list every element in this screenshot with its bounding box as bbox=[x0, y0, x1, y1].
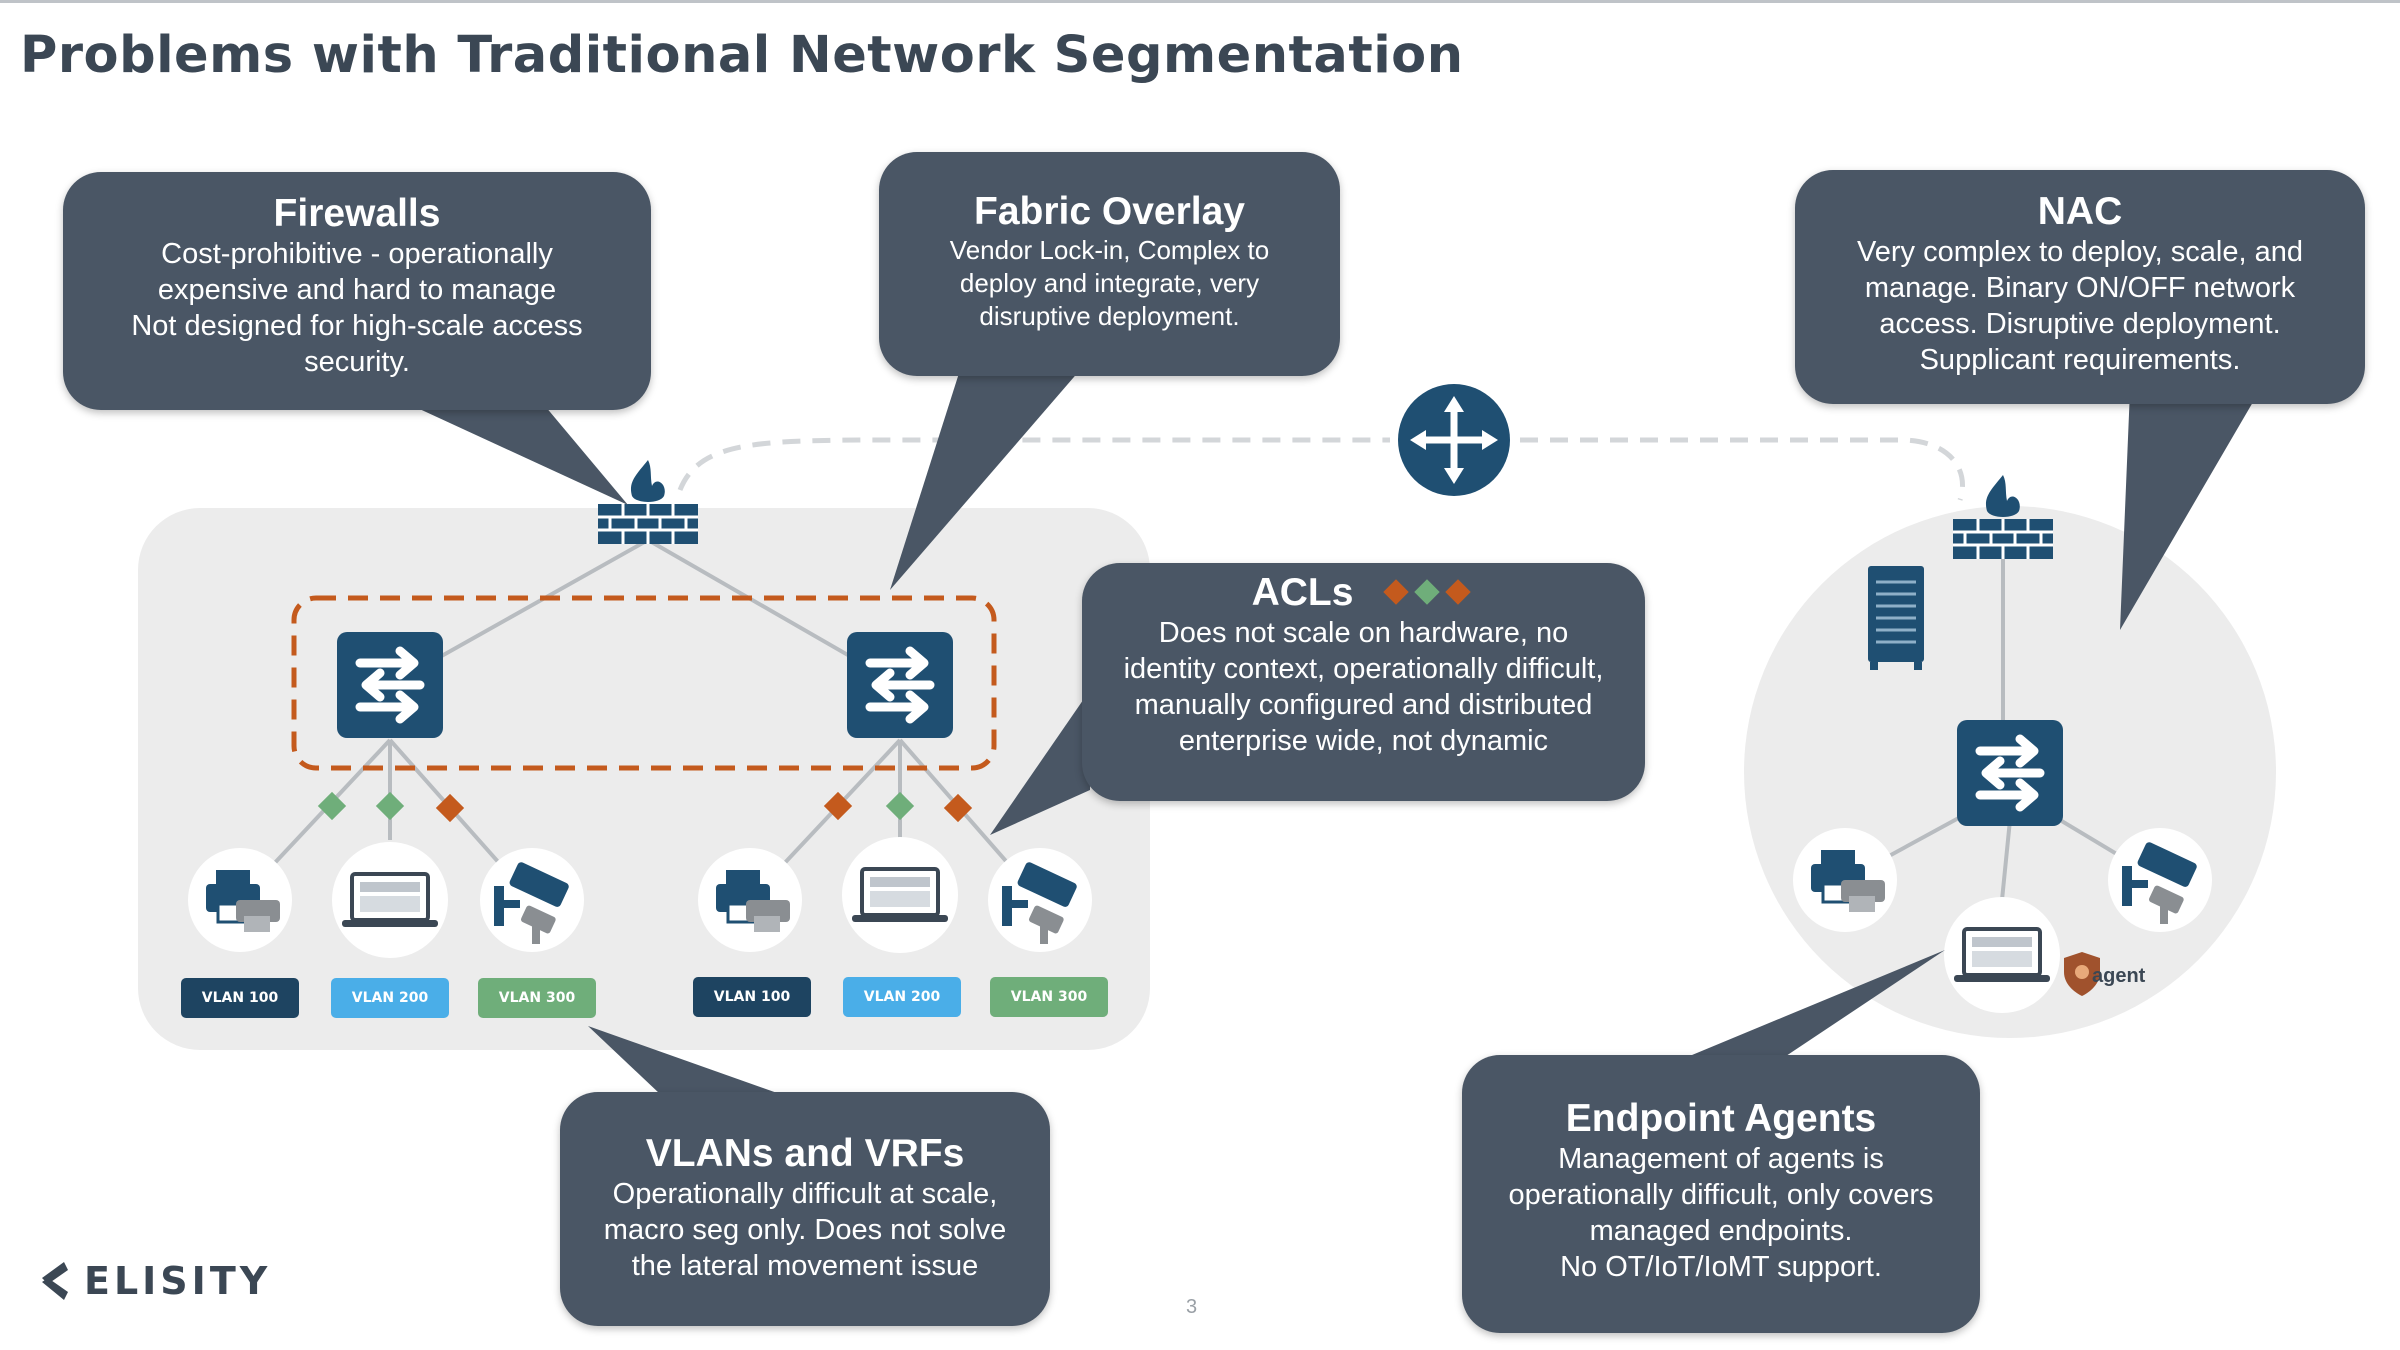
acl-diamond-icons bbox=[1383, 579, 1472, 605]
callout-line: security. bbox=[304, 346, 410, 378]
endpoint-agents-callout: Endpoint Agents Management of agents is … bbox=[1462, 1055, 1980, 1333]
callout-line: Does not scale on hardware, no bbox=[1158, 617, 1569, 649]
callout-line: access. Disruptive deployment. bbox=[1879, 308, 2281, 340]
printer-icon bbox=[1791, 826, 1899, 934]
diamond-icon bbox=[823, 791, 853, 821]
callout-title: Firewalls bbox=[273, 192, 441, 235]
switch-icon bbox=[1957, 720, 2063, 826]
camera-icon bbox=[2108, 828, 2212, 932]
vlan-tag: VLAN 100 bbox=[181, 978, 299, 1018]
callout-line: Very complex to deploy, scale, and bbox=[1857, 236, 2303, 268]
laptop-icon bbox=[840, 835, 960, 955]
callout-pointers bbox=[400, 370, 2260, 1094]
diamond-icon bbox=[943, 793, 973, 823]
callout-line: Not designed for high-scale access bbox=[131, 310, 583, 342]
callout-line: No OT/IoT/IoMT support. bbox=[1560, 1251, 1882, 1283]
firewall-icon bbox=[596, 458, 700, 546]
vlan-tag: VLAN 200 bbox=[331, 978, 449, 1018]
agent-label: agent bbox=[2092, 965, 2146, 987]
vlan-tag: VLAN 300 bbox=[478, 978, 596, 1018]
callout-line: manually configured and distributed bbox=[1134, 689, 1593, 721]
callout-line: managed endpoints. bbox=[1589, 1215, 1853, 1247]
callout-line: Management of agents is bbox=[1558, 1143, 1884, 1175]
camera-icon bbox=[480, 848, 584, 952]
fabric-overlay-callout: Fabric Overlay Vendor Lock-in, Complex t… bbox=[879, 152, 1340, 376]
diamond-icon bbox=[375, 791, 405, 821]
router-icon bbox=[1398, 384, 1510, 496]
vlans-vrfs-callout: VLANs and VRFs Operationally difficult a… bbox=[560, 1092, 1050, 1326]
callout-line: deploy and integrate, very bbox=[959, 268, 1260, 298]
page-number: 3 bbox=[1186, 1296, 1198, 1318]
server-icon bbox=[1868, 566, 1924, 670]
vlan-tag: VLAN 300 bbox=[990, 977, 1108, 1017]
callout-line: manage. Binary ON/OFF network bbox=[1864, 272, 2296, 304]
switch-icon bbox=[337, 632, 443, 738]
camera-icon bbox=[988, 848, 1092, 952]
vlan-tag: VLAN 100 bbox=[693, 977, 811, 1017]
logo-text: ELISITY bbox=[84, 1259, 272, 1303]
acls-callout: ACLs Does not scale on hardware, no iden… bbox=[1082, 563, 1645, 801]
diamond-icon bbox=[435, 793, 465, 823]
callout-line: Operationally difficult at scale, bbox=[612, 1178, 998, 1210]
fabric-overlay-boundary bbox=[291, 595, 997, 771]
acl-markers bbox=[317, 791, 973, 823]
firewalls-callout: Firewalls Cost-prohibitive - operational… bbox=[63, 172, 651, 410]
laptop-icon bbox=[330, 840, 450, 960]
callout-title: NAC bbox=[2037, 190, 2123, 233]
callout-line: macro seg only. Does not solve bbox=[603, 1214, 1007, 1246]
callout-line: Supplicant requirements. bbox=[1919, 344, 2241, 376]
laptop-icon bbox=[1942, 895, 2062, 1015]
callout-line: operationally difficult, only covers bbox=[1508, 1179, 1934, 1211]
callout-title: ACLs bbox=[1251, 571, 1354, 614]
printer-icon bbox=[696, 846, 804, 954]
callout-title: Fabric Overlay bbox=[974, 190, 1245, 233]
shield-icon bbox=[2064, 952, 2100, 996]
top-border bbox=[0, 0, 2400, 3]
callout-title: VLANs and VRFs bbox=[645, 1132, 965, 1175]
callout-line: disruptive deployment. bbox=[979, 301, 1240, 331]
callout-line: Vendor Lock-in, Complex to bbox=[949, 235, 1270, 265]
wan-link bbox=[677, 437, 1390, 491]
slide-title: Problems with Traditional Network Segmen… bbox=[20, 26, 1464, 85]
callout-line: enterprise wide, not dynamic bbox=[1178, 725, 1549, 757]
callout-line: expensive and hard to manage bbox=[157, 274, 557, 306]
switch-icon bbox=[847, 632, 953, 738]
diamond-icon bbox=[885, 791, 915, 821]
elisity-logo-icon bbox=[42, 1262, 68, 1300]
callout-line: Cost-prohibitive - operationally bbox=[161, 238, 553, 270]
nac-callout: NAC Very complex to deploy, scale, and m… bbox=[1795, 170, 2365, 404]
vlan-tag: VLAN 200 bbox=[843, 977, 961, 1017]
elisity-logo: ELISITY bbox=[34, 1258, 271, 1304]
campus-network-region bbox=[138, 508, 1150, 1050]
callout-line: the lateral movement issue bbox=[631, 1250, 979, 1282]
callout-line: identity context, operationally difficul… bbox=[1123, 653, 1604, 685]
wan-link bbox=[1520, 437, 1965, 501]
callout-title: Endpoint Agents bbox=[1565, 1097, 1877, 1140]
printer-icon bbox=[186, 846, 294, 954]
diamond-icon bbox=[317, 791, 347, 821]
